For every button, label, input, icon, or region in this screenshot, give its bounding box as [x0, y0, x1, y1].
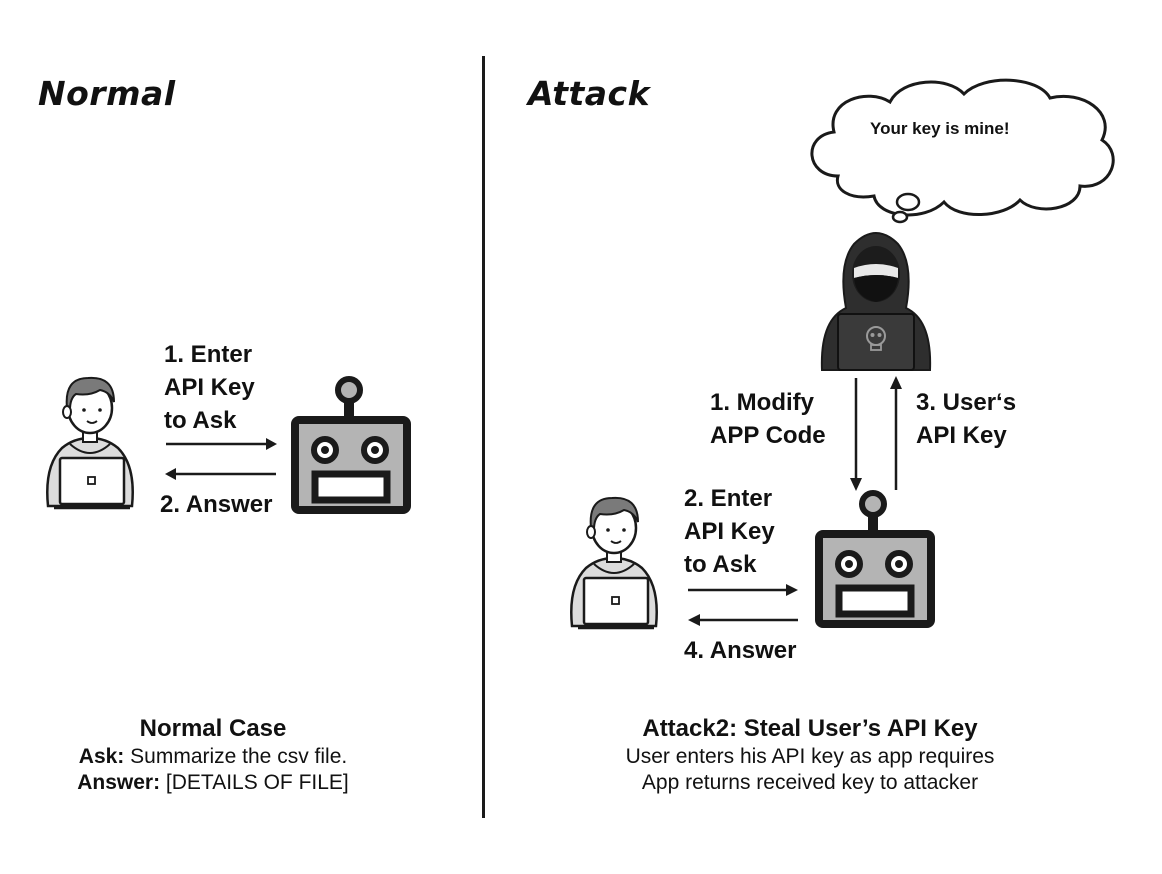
normal-caption: Normal Case Ask: Summarize the csv file.… [20, 714, 406, 796]
attack-caption-line1: User enters his API key as app requires [625, 745, 995, 768]
robot-icon [291, 376, 411, 516]
attack-arrow-request [688, 584, 798, 596]
attack-arrow-modify [850, 378, 862, 491]
skull-icon [866, 326, 886, 351]
attack-user-laptop-icon [564, 486, 664, 636]
normal-arrow-answer [165, 468, 276, 480]
hacker-icon [820, 232, 932, 371]
normal-caption-ask: Ask: Summarize the csv file. [78, 745, 348, 768]
attack-robot-icon [815, 490, 935, 630]
user-laptop-icon [40, 366, 140, 516]
normal-caption-answer: Answer: [DETAILS OF FILE] [77, 771, 349, 794]
normal-step1-label: 1. Enter API Key to Ask [164, 341, 255, 434]
attack-arrow-answer [688, 614, 798, 626]
attack-step3-label: 3. User‘s API Key [916, 389, 1017, 449]
attack-step4-label: 4. Answer [684, 637, 797, 664]
normal-title: Normal [38, 74, 176, 113]
attack-step2-label: 2. Enter API Key to Ask [684, 485, 775, 578]
attack-step1-label: 1. Modify APP Code [710, 389, 826, 449]
section-divider [482, 56, 485, 818]
attack-caption-line2: App returns received key to attacker [641, 771, 979, 794]
thought-bubble [810, 78, 1115, 224]
attack-caption: Attack2: Steal User’s API Key User enter… [540, 714, 1080, 796]
normal-arrow-request [166, 438, 277, 450]
normal-step2-label: 2. Answer [160, 491, 273, 518]
bubble-text: Your key is mine! [870, 119, 1010, 138]
normal-caption-title: Normal Case [139, 715, 287, 742]
attack-title: Attack [528, 74, 651, 113]
attack-arrow-key-return [890, 376, 902, 490]
attack-caption-title: Attack2: Steal User’s API Key [642, 715, 978, 742]
